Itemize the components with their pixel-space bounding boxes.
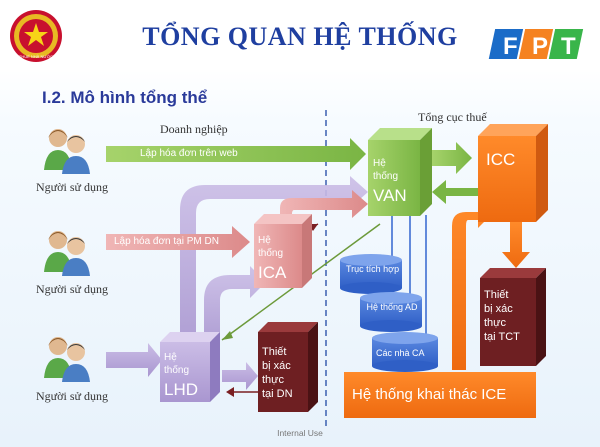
ica-line2: thống [258,248,284,259]
svg-text:THUẾ NHÀ NƯỚC: THUẾ NHÀ NƯỚC [19,54,53,59]
tax-seal-icon: THUẾ NHÀ NƯỚC [10,10,62,62]
van-line1: Hệ [373,158,386,169]
lhd-line1: Hệ [164,352,177,363]
svg-text:P: P [532,33,548,60]
user3-to-lhd-arrow [106,343,162,377]
van-name: VAN [373,186,407,205]
db-ad-label: Hệ thống AD [366,302,418,312]
db-central-label: Trục tích hợp [346,264,400,274]
user-icon [44,129,90,174]
lhd-system-box [160,332,220,402]
pm-dn-flow-label: Lập hóa đơn tại PM DN [114,236,219,247]
user-label: Người sử dụng [36,180,109,194]
fpt-logo: F P T [488,29,584,60]
van-system-box [368,128,432,216]
lhd-to-ica-arrow [204,266,266,340]
ica-name: ICA [258,263,287,282]
ica-system-box [254,214,312,288]
ica-line1: Hệ [258,235,271,246]
user-icon [44,231,90,276]
icc-system-box [478,124,548,222]
zone-label-tax: Tổng cục thuế [418,110,487,124]
db-ad [360,292,422,332]
pm-dn-flow-arrow [106,226,250,258]
lhd-to-device-arrow [222,362,258,390]
svg-text:F: F [503,33,518,60]
lhd-to-van-arrow [180,176,368,340]
icc-to-device-arrow [502,222,530,268]
zone-label-enterprise: Doanh nghiệp [160,122,228,136]
db-central [340,254,402,294]
device-dn-text: Thiết bị xác thực tại DN [262,346,293,400]
user-icon [44,337,90,382]
ice-to-icc-arrow [452,204,490,370]
van-to-icc-arrow [432,142,472,174]
van-line2: thống [373,171,399,182]
lhd-name: LHD [164,380,199,399]
ice-system-box [344,372,536,418]
user-label: Người sử dụng [36,389,109,403]
web-flow-label: Lập hóa đơn trên web [140,148,238,159]
db-ca [372,332,438,372]
icc-name: ICC [486,150,516,169]
device-tct-text: Thiết bị xác thực tại TCT [484,289,520,343]
user-label: Người sử dụng [36,282,109,296]
device-dn-box [258,322,318,412]
db-ca-label: Các nhà CA [376,348,425,358]
ice-name: Hệ thống khai thác ICE [352,386,507,403]
svg-text:T: T [561,33,576,60]
web-flow-arrow [106,138,366,170]
ica-to-van-arrow [280,190,368,222]
slide-title: TỔNG QUAN HỆ THỐNG [142,22,458,51]
section-subtitle: I.2. Mô hình tổng thể [42,88,208,107]
icc-to-van-arrow [432,180,478,204]
lhd-line2: thống [164,365,190,376]
footer-text: Internal Use [277,428,323,438]
device-tct-box [480,268,546,366]
